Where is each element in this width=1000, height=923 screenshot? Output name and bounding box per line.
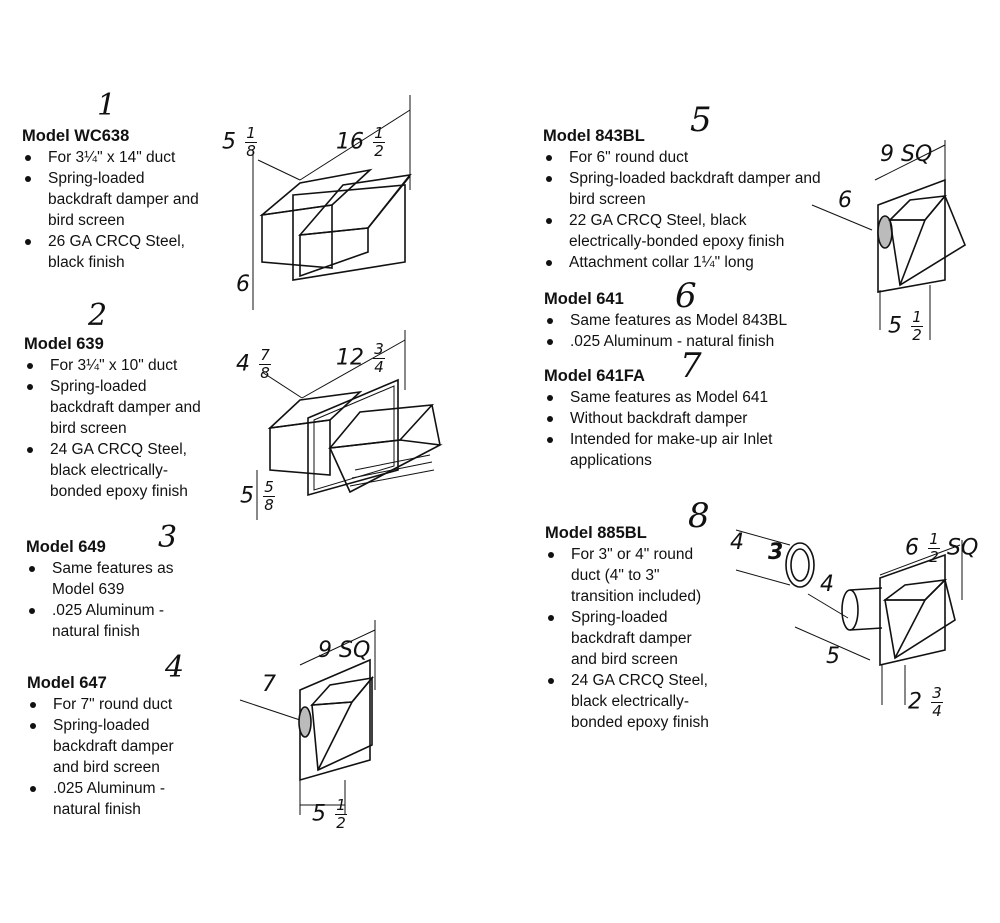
model-title: Model 639 bbox=[24, 335, 104, 353]
bullet-item: Same features as Model 641 bbox=[544, 387, 824, 408]
bullet-item: Same features as Model 843BL bbox=[544, 310, 834, 331]
bullet-item: For 3¼" x 10" duct bbox=[24, 355, 209, 376]
dim-whole: 5 bbox=[312, 801, 326, 827]
dim-num: 3 bbox=[932, 684, 942, 702]
model-title: Model 647 bbox=[27, 674, 107, 692]
bullet-item: 26 GA CRCQ Steel, black finish bbox=[22, 231, 212, 273]
m885-transition-dim: 3 bbox=[768, 540, 784, 565]
dim-num: 1 bbox=[246, 124, 256, 142]
model-649-block: Model 649 Same features as Model 639 .02… bbox=[26, 537, 196, 642]
dim-whole: 16 bbox=[336, 129, 364, 155]
model-number-7: 7 bbox=[680, 346, 702, 386]
dim-whole: 6 bbox=[905, 535, 919, 561]
model-number-8: 8 bbox=[688, 496, 710, 536]
model-wc638-block: Model WC638 For 3¼" x 14" duct Spring-lo… bbox=[22, 126, 212, 273]
model-885bl-block: Model 885BL For 3" or 4" round duct (4" … bbox=[545, 523, 720, 733]
m647-square-dim: 9 SQ bbox=[318, 638, 371, 663]
m647-duct-dim: 7 bbox=[262, 672, 276, 697]
dim-num: 1 bbox=[374, 124, 384, 142]
dim-den: 8 bbox=[260, 364, 270, 382]
dim-unit: SQ bbox=[947, 535, 979, 561]
dim-whole: 4 bbox=[236, 351, 250, 377]
m843-square-dim: 9 SQ bbox=[880, 142, 933, 167]
bullet-item: For 7" round duct bbox=[27, 694, 197, 715]
dim-whole: 12 bbox=[336, 345, 364, 371]
dim-num: 7 bbox=[260, 346, 270, 364]
bullet-item: 24 GA CRCQ Steel, black electrically-bon… bbox=[24, 439, 209, 502]
dim-whole: 5 bbox=[888, 313, 902, 339]
model-843bl-block: Model 843BL For 6" round duct Spring-loa… bbox=[543, 126, 823, 273]
bullet-item: Attachment collar 1¼" long bbox=[543, 252, 823, 273]
model-title: Model 843BL bbox=[543, 127, 645, 145]
bullet-item: Spring-loaded backdraft damper and bird … bbox=[22, 168, 212, 231]
bullet-item: Spring-loaded backdraft damper and bird … bbox=[545, 607, 720, 670]
bullet-item: 24 GA CRCQ Steel, black electrically-bon… bbox=[545, 670, 720, 733]
dim-den: 8 bbox=[246, 142, 256, 160]
bullet-item: Spring-loaded backdraft damper and bird … bbox=[543, 168, 823, 210]
bullet-item: Spring-loaded backdraft damper and bird … bbox=[27, 715, 197, 778]
dim-num: 1 bbox=[929, 530, 939, 548]
model-number-6: 6 bbox=[675, 276, 697, 316]
bullet-item: .025 Aluminum - natural finish bbox=[544, 331, 834, 352]
dim-den: 2 bbox=[374, 142, 384, 160]
bullet-item: For 6" round duct bbox=[543, 147, 823, 168]
bullet-item: Same features as Model 639 bbox=[26, 558, 196, 600]
bullet-item: .025 Aluminum - natural finish bbox=[26, 600, 196, 642]
wc638-depth-dim: 6 bbox=[236, 272, 250, 297]
dim-den: 2 bbox=[912, 326, 922, 344]
model-number-5: 5 bbox=[690, 100, 712, 140]
dim-num: 3 bbox=[374, 340, 384, 358]
model-title: Model WC638 bbox=[22, 127, 130, 145]
model-number-4: 4 bbox=[165, 650, 185, 685]
bullet-item: For 3¼" x 14" duct bbox=[22, 147, 212, 168]
model-number-3: 3 bbox=[158, 520, 178, 555]
dim-whole: 2 bbox=[908, 689, 922, 715]
dim-num: 1 bbox=[912, 308, 922, 326]
m885-duct-dim: 4 bbox=[820, 572, 834, 597]
bullet-item: Spring-loaded backdraft damper and bird … bbox=[24, 376, 209, 439]
model-number-2: 2 bbox=[88, 298, 108, 333]
model-title: Model 885BL bbox=[545, 524, 647, 542]
dim-whole: 5 bbox=[240, 483, 254, 509]
bullet-item: For 3" or 4" round duct (4" to 3" transi… bbox=[545, 544, 720, 607]
model-641fa-block: Model 641FA Same features as Model 641 W… bbox=[544, 366, 824, 471]
m885-collar-dim: 4 bbox=[730, 530, 744, 555]
dim-num: 5 bbox=[264, 478, 274, 496]
dim-den: 8 bbox=[264, 496, 274, 514]
bullet-item: Intended for make-up air Inlet applicati… bbox=[544, 429, 824, 471]
dim-num: 1 bbox=[336, 796, 346, 814]
model-title: Model 641 bbox=[544, 290, 624, 308]
model-title: Model 641FA bbox=[544, 367, 645, 385]
dim-den: 2 bbox=[336, 814, 346, 832]
model-639-block: Model 639 For 3¼" x 10" duct Spring-load… bbox=[24, 334, 209, 502]
model-647-block: Model 647 For 7" round duct Spring-loade… bbox=[27, 673, 197, 820]
bullet-item: Without backdraft damper bbox=[544, 408, 824, 429]
dim-den: 2 bbox=[929, 548, 939, 566]
model-number-1: 1 bbox=[97, 88, 117, 123]
dim-den: 4 bbox=[932, 702, 942, 720]
model-641-block: Model 641 Same features as Model 843BL .… bbox=[544, 289, 834, 352]
dim-whole: 5 bbox=[222, 129, 236, 155]
model-title: Model 649 bbox=[26, 538, 106, 556]
m885-length-dim: 5 bbox=[826, 644, 840, 669]
m843-duct-dim: 6 bbox=[838, 188, 852, 213]
bullet-item: .025 Aluminum - natural finish bbox=[27, 778, 197, 820]
bullet-item: 22 GA CRCQ Steel, black electrically-bon… bbox=[543, 210, 823, 252]
dim-den: 4 bbox=[374, 358, 384, 376]
